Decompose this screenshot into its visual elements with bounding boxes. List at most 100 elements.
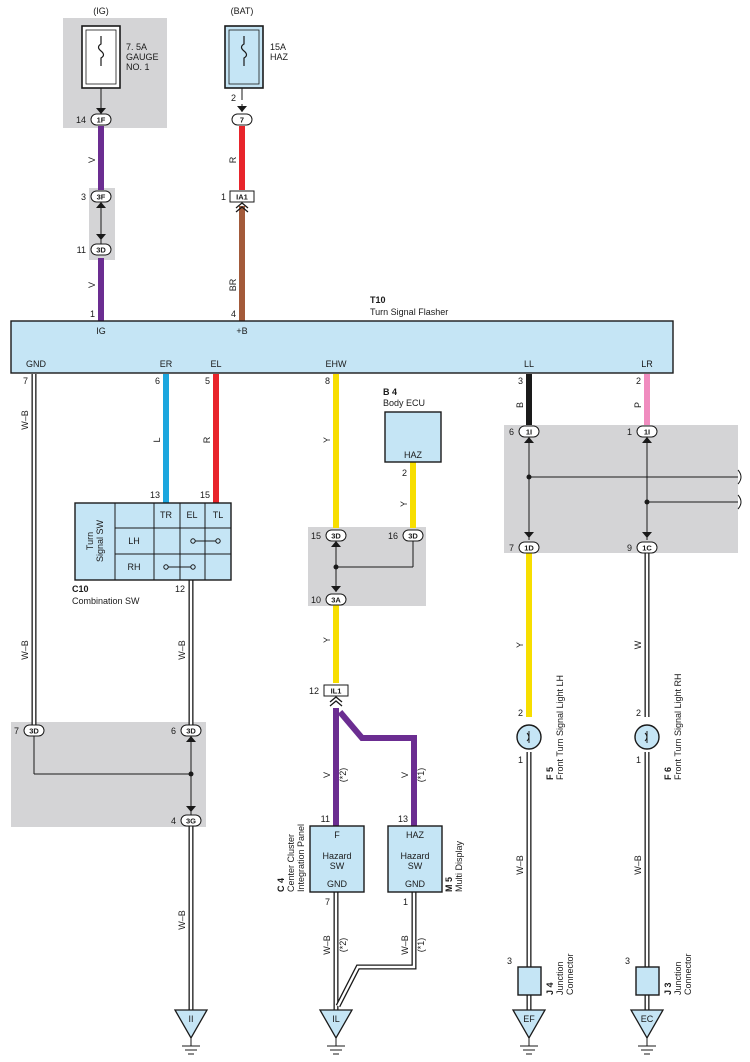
svg-text:LH: LH: [128, 536, 140, 546]
svg-text:Connector: Connector: [565, 953, 575, 995]
svg-text:3G: 3G: [186, 817, 196, 826]
connector-pins: 1F 14 3F 3 3D 11 7 2 IA1 1: [14, 93, 658, 827]
svg-text:R: R: [228, 156, 238, 163]
svg-text:1: 1: [518, 755, 523, 765]
conn-3D-ehw: 3D 15: [311, 529, 347, 547]
svg-text:F: F: [334, 830, 340, 840]
svg-text:16: 16: [388, 531, 398, 541]
svg-text:IG: IG: [96, 326, 106, 336]
conn-1I-left: 1I 6: [509, 425, 540, 443]
conn-IL1: IL1 12: [309, 684, 349, 707]
conn-1D: 1D 7: [509, 532, 540, 554]
fuse1-name-line2: NO. 1: [126, 62, 150, 72]
svg-text:BR: BR: [228, 278, 238, 291]
ground-EF: EF: [511, 1009, 547, 1055]
svg-text:W–B: W–B: [20, 640, 30, 660]
svg-text:4: 4: [171, 816, 176, 826]
svg-text:13: 13: [398, 814, 408, 824]
svg-text:4: 4: [231, 309, 236, 319]
svg-text:TL: TL: [213, 510, 224, 520]
svg-text:V: V: [87, 282, 97, 288]
svg-text:W–B: W–B: [177, 640, 187, 660]
svg-text:L: L: [152, 437, 162, 442]
svg-text:Front Turn Signal Light RH: Front Turn Signal Light RH: [673, 673, 683, 780]
svg-text:W–B: W–B: [515, 855, 525, 875]
svg-text:2: 2: [636, 376, 641, 386]
fuse1-rating: 7. 5A: [126, 42, 147, 52]
svg-text:3D: 3D: [96, 246, 106, 255]
svg-text:7: 7: [23, 376, 28, 386]
flasher-code: T10: [370, 295, 386, 305]
svg-text:W–B: W–B: [20, 410, 30, 430]
svg-text:1F: 1F: [97, 116, 106, 125]
ground-IL: IL: [318, 1009, 354, 1055]
junction-connector-j4: 3 J 4 Junction Connector: [507, 953, 575, 996]
svg-text:W–B: W–B: [400, 935, 410, 955]
svg-text:9: 9: [627, 543, 632, 553]
svg-text:2: 2: [518, 708, 523, 718]
svg-text:Junction: Junction: [673, 961, 683, 995]
svg-text:W–B: W–B: [177, 910, 187, 930]
svg-text:10: 10: [311, 595, 321, 605]
wire-color-labels: V V R BR W–B L R Y Y B P W–B W–B Y Y W V…: [20, 156, 643, 955]
svg-text:(*2): (*2): [338, 938, 348, 953]
svg-text:7: 7: [325, 897, 330, 907]
conn-3A: 3A 10: [311, 586, 347, 606]
svg-text:W–B: W–B: [322, 935, 332, 955]
svg-text:3: 3: [518, 376, 523, 386]
svg-text:3D: 3D: [408, 532, 418, 541]
svg-text:Hazard: Hazard: [400, 851, 429, 861]
svg-text:Y: Y: [322, 637, 332, 643]
svg-text:R: R: [202, 436, 212, 443]
svg-text:ER: ER: [160, 359, 173, 369]
conn-7-bat: 7 2: [231, 93, 253, 126]
svg-text:EL: EL: [186, 510, 197, 520]
svg-text:1I: 1I: [644, 428, 650, 437]
svg-text:6: 6: [509, 427, 514, 437]
svg-text:+B: +B: [236, 326, 247, 336]
svg-text:6: 6: [171, 726, 176, 736]
svg-text:EHW: EHW: [326, 359, 348, 369]
svg-text:7: 7: [509, 543, 514, 553]
svg-text:Center Cluster: Center Cluster: [286, 834, 296, 892]
front-turn-light-rh: 2 1 F 6 Front Turn Signal Light RH: [634, 673, 683, 780]
svg-text:V: V: [322, 772, 332, 778]
svg-text:(*1): (*1): [416, 768, 426, 783]
svg-text:Signal SW: Signal SW: [95, 519, 105, 562]
conn-3G: 3G 4: [171, 806, 202, 827]
conn-1I-right: 1I 1: [627, 425, 658, 443]
svg-text:1: 1: [403, 897, 408, 907]
svg-text:EL: EL: [210, 359, 221, 369]
fuse1-name-line1: GAUGE: [126, 52, 159, 62]
svg-text:3D: 3D: [186, 727, 196, 736]
svg-text:Y: Y: [399, 501, 409, 507]
fuse2-name: HAZ: [270, 52, 289, 62]
svg-text:7: 7: [14, 726, 19, 736]
svg-text:SW: SW: [408, 861, 423, 871]
fuse-gauge: (IG) 7. 5A GAUGE NO. 1: [81, 6, 159, 108]
svg-text:3: 3: [507, 956, 512, 966]
svg-text:Body ECU: Body ECU: [383, 398, 425, 408]
svg-text:(*1): (*1): [416, 938, 426, 953]
source-bat-label: (BAT): [231, 6, 254, 16]
svg-text:J 3: J 3: [663, 982, 673, 995]
svg-text:Y: Y: [515, 642, 525, 648]
svg-text:2: 2: [402, 468, 407, 478]
svg-text:12: 12: [309, 686, 319, 696]
svg-text:V: V: [400, 772, 410, 778]
svg-text:3A: 3A: [331, 596, 341, 605]
svg-text:1: 1: [90, 309, 95, 319]
ground-EC: EC: [629, 1009, 665, 1055]
svg-text:Combination SW: Combination SW: [72, 596, 140, 606]
svg-text:1: 1: [221, 192, 226, 202]
svg-text:F 6: F 6: [663, 767, 673, 780]
svg-text:Front Turn Signal Light LH: Front Turn Signal Light LH: [555, 675, 565, 780]
svg-text:1D: 1D: [524, 544, 534, 553]
svg-text:1I: 1I: [526, 428, 532, 437]
wire-group: [98, 126, 650, 826]
fuse2-rating: 15A: [270, 42, 286, 52]
svg-text:C 4: C 4: [276, 878, 286, 892]
combination-switch: TR EL TL LH RH Turn Signal SW 13 15 12 C…: [72, 490, 232, 606]
svg-text:3: 3: [625, 956, 630, 966]
